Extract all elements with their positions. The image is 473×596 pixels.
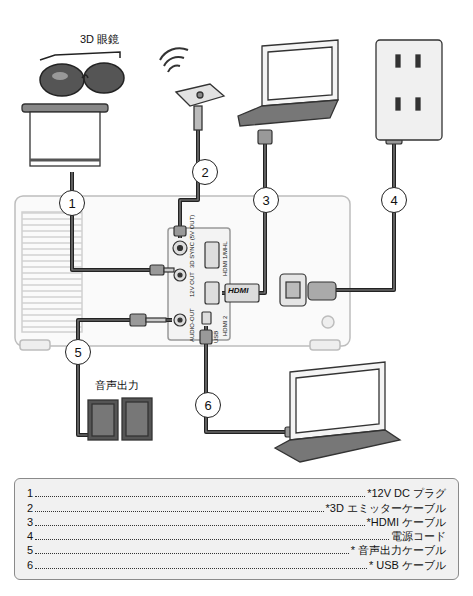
- device-label: 音声出力: [95, 380, 139, 391]
- key-row: 3 *HDMI ケーブル: [27, 515, 446, 529]
- port-label: 12V OUT: [189, 272, 195, 297]
- callout-circle: 4: [381, 187, 407, 213]
- speakers: [88, 398, 152, 440]
- key-row: 6 * USB ケーブル: [27, 557, 446, 571]
- dot-leader: [35, 539, 389, 540]
- port-label: HDMI 2: [222, 316, 228, 336]
- row-number: 5: [27, 543, 33, 557]
- cable-name: * USB ケーブル: [369, 558, 446, 572]
- cables: [72, 130, 394, 435]
- row-number: 2: [27, 501, 33, 515]
- dot-leader: [35, 511, 323, 512]
- row-number: 1: [27, 486, 33, 500]
- key-row: 2 *3D エミッターケーブル: [27, 500, 446, 514]
- callout-circle: 2: [192, 159, 218, 185]
- callout-circle: 5: [65, 339, 91, 365]
- key-row: 5 * 音声出力ケーブル: [27, 543, 446, 557]
- cable-name: * 音声出力ケーブル: [351, 543, 446, 557]
- row-number: 3: [27, 515, 33, 529]
- plugs: [130, 130, 402, 437]
- dot-leader: [35, 496, 365, 497]
- row-number: 6: [27, 558, 33, 572]
- callout-number: 4: [390, 193, 397, 208]
- projection-screen: [22, 104, 108, 166]
- wall-outlet: [376, 40, 442, 140]
- row-number: 4: [27, 529, 33, 543]
- callout-number: 3: [262, 193, 269, 208]
- dot-leader: [35, 553, 349, 554]
- projector-body: [15, 196, 350, 350]
- dot-leader: [35, 568, 367, 569]
- laptop: [238, 40, 338, 126]
- callout-circle: 6: [195, 392, 221, 418]
- callout-number: 1: [68, 196, 75, 211]
- callout-number: 5: [74, 345, 81, 360]
- 3d-emitter: [160, 48, 224, 130]
- device-label: 3D 眼鏡: [80, 34, 119, 45]
- dot-leader: [35, 525, 364, 526]
- plug-label: HDMI: [228, 287, 248, 295]
- key-row: 1 *12V DC プラグ: [27, 486, 446, 500]
- key-row: 4 電源コード: [27, 529, 446, 543]
- cable-name: *3D エミッターケーブル: [326, 501, 446, 515]
- port-label: 3D SYNC (5V OUT): [189, 215, 195, 268]
- callout-number: 2: [201, 165, 208, 180]
- laptop: [275, 362, 400, 462]
- callout-circle: 1: [59, 190, 85, 216]
- port-label: AUDIO-OUT: [189, 308, 195, 342]
- cable-key-table: 1 *12V DC プラグ 2 *3D エミッターケーブル 3 *HDMI ケーブル 4 電源…: [14, 478, 459, 580]
- callout-number: 6: [204, 398, 211, 413]
- cable-name: *HDMI ケーブル: [367, 515, 446, 529]
- callout-circle: 3: [253, 187, 279, 213]
- cable-name: 電源コード: [391, 529, 446, 543]
- 3d-glasses: [40, 52, 124, 96]
- cable-name: *12V DC プラグ: [367, 486, 446, 500]
- port-label: USB: [213, 331, 219, 343]
- port-label: HDMI 1/MHL: [222, 241, 228, 276]
